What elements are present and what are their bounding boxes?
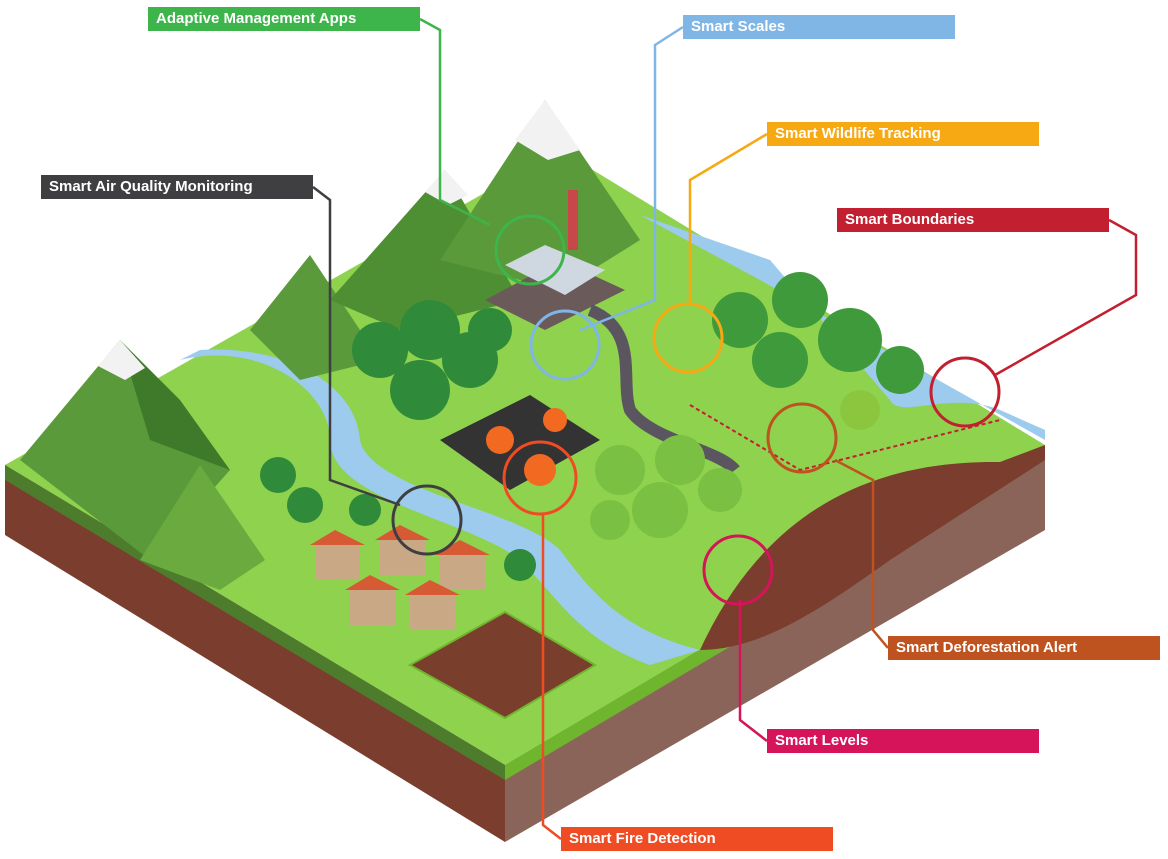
deforestation-marker[interactable] <box>766 402 838 474</box>
boundary-line <box>689 404 1001 472</box>
label-smart-boundaries: Smart Boundaries <box>837 208 1109 232</box>
label-smart-wildlife-tracking: Smart Wildlife Tracking <box>767 122 1039 146</box>
label-smart-scales: Smart Scales <box>683 15 955 39</box>
crop-field <box>407 610 597 720</box>
levels-marker[interactable] <box>702 534 774 606</box>
wildlife-tracking-marker[interactable] <box>652 302 724 374</box>
deciduous-forest <box>712 272 924 430</box>
label-smart-fire-detection: Smart Fire Detection <box>561 827 833 851</box>
leader-lines <box>312 17 1138 840</box>
village-trees <box>260 457 536 581</box>
air-quality-marker[interactable] <box>391 484 463 556</box>
snow-cap <box>425 170 468 205</box>
soil-left-side <box>5 465 505 842</box>
village-houses <box>310 525 490 630</box>
pine-forest <box>352 300 512 420</box>
label-smart-levels: Smart Levels <box>767 729 1039 753</box>
fire-detection-marker[interactable] <box>502 440 578 516</box>
label-adaptive-management-apps: Adaptive Management Apps <box>148 7 420 31</box>
boundaries-marker[interactable] <box>929 356 1001 428</box>
label-smart-air-quality-monitoring: Smart Air Quality Monitoring <box>41 175 313 199</box>
adaptive-management-marker[interactable] <box>494 214 566 286</box>
mountain <box>330 170 520 330</box>
snow-cap <box>98 340 145 380</box>
palm-plantation <box>590 435 742 540</box>
mountain <box>440 100 640 290</box>
river <box>180 349 700 665</box>
chimney <box>568 190 578 250</box>
fire <box>486 408 567 486</box>
mountain <box>140 465 265 590</box>
snow-cap <box>515 100 580 160</box>
label-smart-deforestation-alert: Smart Deforestation Alert <box>888 636 1160 660</box>
factory <box>505 245 605 295</box>
smart-scales-marker[interactable] <box>529 309 601 381</box>
road <box>587 304 740 475</box>
mountain <box>120 340 230 470</box>
mountain <box>250 255 380 380</box>
